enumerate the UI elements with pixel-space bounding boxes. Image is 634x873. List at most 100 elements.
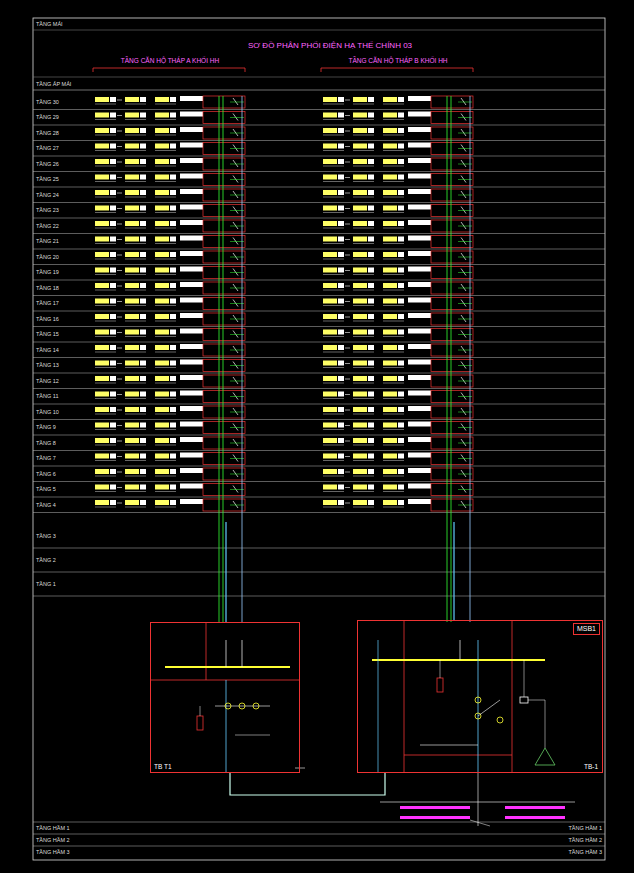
symbol-rect — [125, 485, 139, 490]
tower-block: TẦNG CĂN HỘ THÁP A KHỐI HH — [90, 56, 250, 522]
wire-line — [345, 394, 350, 395]
wire-line — [345, 487, 350, 488]
wire-line — [323, 507, 344, 508]
symbol-rect — [33, 18, 605, 860]
symbol-rect — [338, 175, 344, 180]
symbol-rect — [408, 112, 431, 117]
wire-line — [447, 96, 448, 622]
symbol-rect — [170, 237, 176, 242]
symbol-rect — [338, 128, 344, 133]
wire-line — [383, 197, 404, 198]
symbol-rect — [368, 144, 374, 149]
wire-line — [95, 119, 116, 120]
symbol-rect — [203, 127, 245, 139]
symbol-rect — [323, 392, 337, 397]
wire-line — [95, 259, 116, 260]
wire-line — [117, 503, 122, 504]
symbol-rect — [431, 174, 473, 186]
wire-line — [95, 243, 116, 244]
symbol-rect — [203, 251, 245, 263]
wire-line — [323, 398, 344, 399]
symbol-rect — [338, 376, 344, 381]
symbol-rect — [323, 283, 337, 288]
symbol-rect — [125, 144, 139, 149]
symbol-rect — [155, 361, 169, 366]
tower-heading: TẦNG CĂN HỘ THÁP A KHỐI HH — [121, 57, 219, 64]
symbol-rect — [155, 283, 169, 288]
symbol-rect — [338, 500, 344, 505]
cable-connector — [225, 522, 226, 622]
symbol-rect — [155, 113, 169, 118]
panel-name: MSB1 — [573, 623, 600, 635]
wire-line — [383, 104, 404, 105]
wire-line — [345, 224, 350, 225]
wire-line — [383, 414, 404, 415]
symbol-rect — [125, 159, 139, 164]
symbol-rect — [95, 376, 109, 381]
wire-line — [461, 470, 466, 477]
symbol-rect — [408, 391, 431, 396]
floor-label: TẦNG HẦM 1 — [36, 825, 70, 831]
symbol-rect — [431, 96, 473, 108]
symbol-rect — [155, 423, 169, 428]
wire-line — [33, 512, 605, 513]
wire-line — [33, 30, 605, 31]
symbol-rect — [368, 361, 374, 366]
wire-line — [461, 455, 466, 462]
floor-label: TẦNG HẦM 2 — [568, 837, 602, 843]
symbol-rect — [110, 299, 116, 304]
symbol-rect — [323, 376, 337, 381]
symbol-rect — [203, 360, 245, 372]
symbol-rect — [383, 361, 397, 366]
wire-line — [95, 429, 116, 430]
symbol-rect — [368, 113, 374, 118]
cable-connector — [453, 522, 454, 620]
symbol-rect — [398, 454, 404, 459]
symbol-rect — [408, 406, 431, 411]
wire-line — [353, 228, 374, 229]
wire-line — [323, 197, 344, 198]
wire-line — [233, 408, 238, 415]
symbol-rect — [398, 423, 404, 428]
wire-line — [353, 181, 374, 182]
symbol-rect — [125, 392, 139, 397]
wire-line — [233, 284, 238, 291]
floor-label: TẦNG HẦM 2 — [36, 837, 70, 843]
symbol-rect — [323, 299, 337, 304]
symbol-rect — [431, 391, 473, 403]
wire-line — [206, 622, 207, 680]
wire-line — [353, 414, 374, 415]
wire-line — [323, 321, 344, 322]
wire-line — [461, 191, 466, 198]
wire-line — [117, 441, 122, 442]
panel-name: TB T1 — [154, 763, 172, 770]
wire-line — [470, 820, 490, 826]
symbol-rect — [110, 206, 116, 211]
symbol-rect — [368, 283, 374, 288]
symbol-rect — [338, 407, 344, 412]
wire-line — [117, 286, 122, 287]
wire-line — [383, 212, 404, 213]
wire-line — [233, 269, 238, 276]
symbol-rect — [505, 816, 565, 819]
wire-line — [95, 507, 116, 508]
wire-line — [155, 197, 176, 198]
wire-line — [345, 255, 350, 256]
symbol-rect — [408, 468, 431, 473]
symbol-rect — [180, 112, 203, 117]
wire-line — [155, 181, 176, 182]
floor-label: TẦNG 7 — [36, 455, 56, 461]
symbol-rect — [368, 299, 374, 304]
symbol-rect — [110, 283, 116, 288]
symbol-rect — [95, 407, 109, 412]
symbol-rect — [431, 453, 473, 465]
wire-line — [117, 239, 122, 240]
floor-label: TẦNG 9 — [36, 424, 56, 430]
symbol-rect — [368, 500, 374, 505]
wire-line — [33, 822, 605, 823]
wire-line — [345, 301, 350, 302]
wire-line — [125, 460, 146, 461]
symbol-rect — [368, 454, 374, 459]
wire-line — [233, 176, 238, 183]
symbol-rect — [353, 330, 367, 335]
